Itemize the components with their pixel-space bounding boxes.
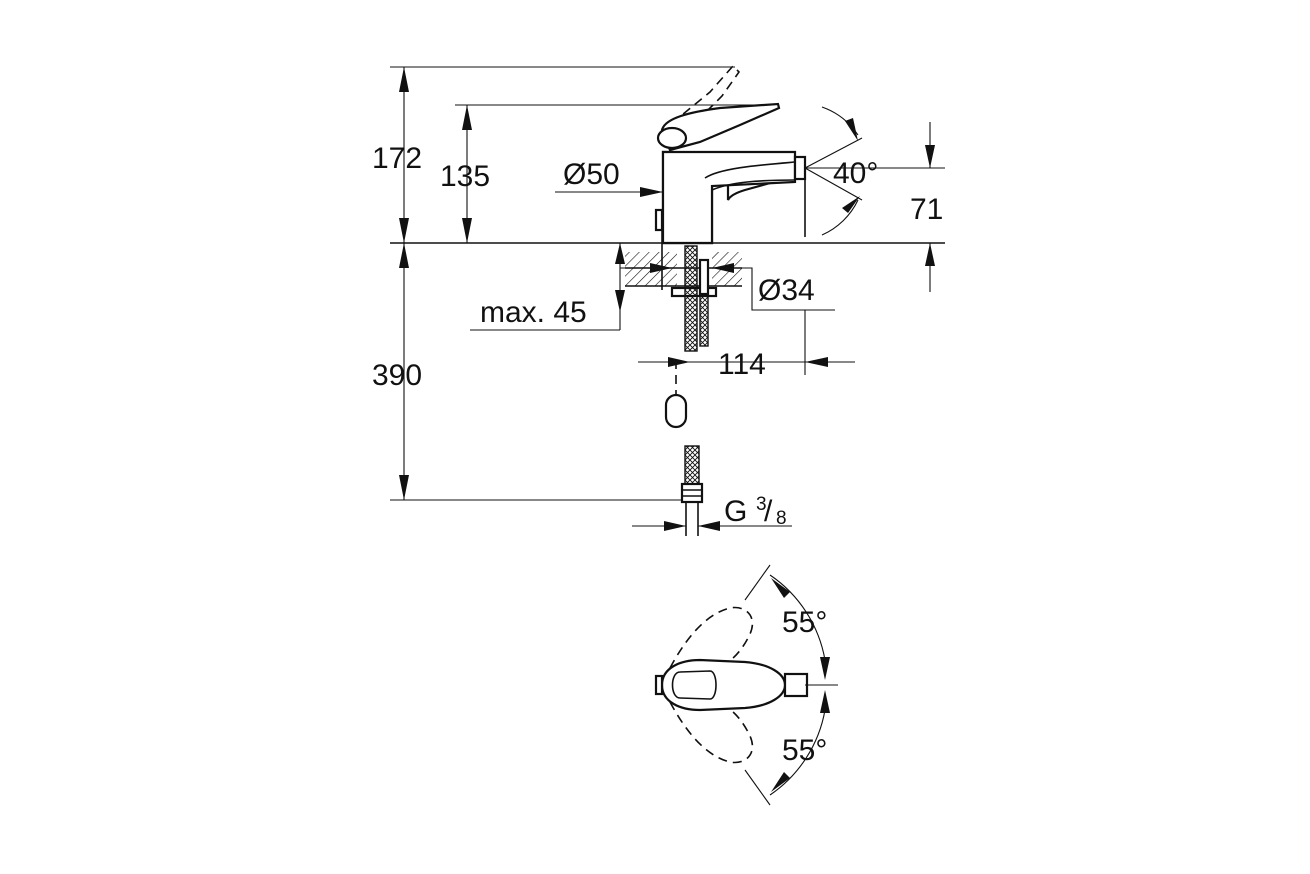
dimension-114-label: 114 — [718, 348, 766, 381]
dimension-71: 71 — [880, 122, 945, 292]
flex-hose-right — [699, 295, 709, 347]
lever-handle — [660, 102, 781, 152]
spout-curve-lower — [711, 179, 796, 191]
dimension-max45-label: max. 45 — [480, 296, 587, 329]
dimension-d50-label: Ø50 — [563, 158, 620, 191]
dimension-71-label: 71 — [910, 193, 943, 226]
dimension-135: 135 — [440, 105, 490, 243]
dimension-114: 114 — [638, 310, 855, 381]
lever-top-cap — [671, 670, 717, 700]
top-view: 55° 55° — [654, 564, 838, 806]
nozzle-top — [783, 672, 809, 698]
angle-40: 40° — [804, 106, 885, 236]
angle-55-bottom-label: 55° — [782, 734, 827, 767]
angle-55-bottom: 55° — [769, 690, 830, 796]
dimension-g38-label: G — [724, 495, 747, 528]
dimension-172-label: 172 — [372, 142, 422, 175]
dimension-d34: Ø34 — [620, 263, 835, 311]
dimension-172: 172 — [372, 67, 422, 243]
popup-knob — [654, 208, 664, 232]
dimension-max45: max. 45 — [470, 243, 625, 331]
hose-fitting — [680, 482, 704, 504]
flex-hose-left — [684, 245, 698, 352]
mounting-nut — [698, 258, 710, 296]
angle-55-top: 55° — [769, 574, 830, 680]
dimension-d34-label: Ø34 — [758, 274, 815, 307]
angle-40-label: 40° — [833, 157, 878, 190]
dimension-390-label: 390 — [372, 359, 422, 392]
bidet-nozzle — [793, 155, 807, 181]
side-view: 172 135 — [372, 64, 945, 536]
angle-55-top-label: 55° — [782, 606, 827, 639]
popup-weight — [664, 393, 688, 429]
dimension-390: 390 — [372, 243, 682, 501]
dimension-135-label: 135 — [440, 160, 490, 193]
lever-joint — [656, 126, 688, 150]
dimension-d50: Ø50 — [555, 158, 663, 197]
dimension-g38-numerator: 3 — [756, 494, 767, 515]
dimension-g38-slash: / — [764, 495, 773, 528]
spout-curve — [704, 161, 796, 179]
faucet-body-front — [661, 150, 797, 245]
faucet-top-body — [660, 658, 787, 712]
popup-knob-top — [654, 674, 664, 696]
dimension-g38-denominator: 8 — [776, 508, 787, 529]
dimension-g38: G 3 / 8 — [632, 494, 792, 531]
flex-hose-lower — [684, 445, 700, 485]
